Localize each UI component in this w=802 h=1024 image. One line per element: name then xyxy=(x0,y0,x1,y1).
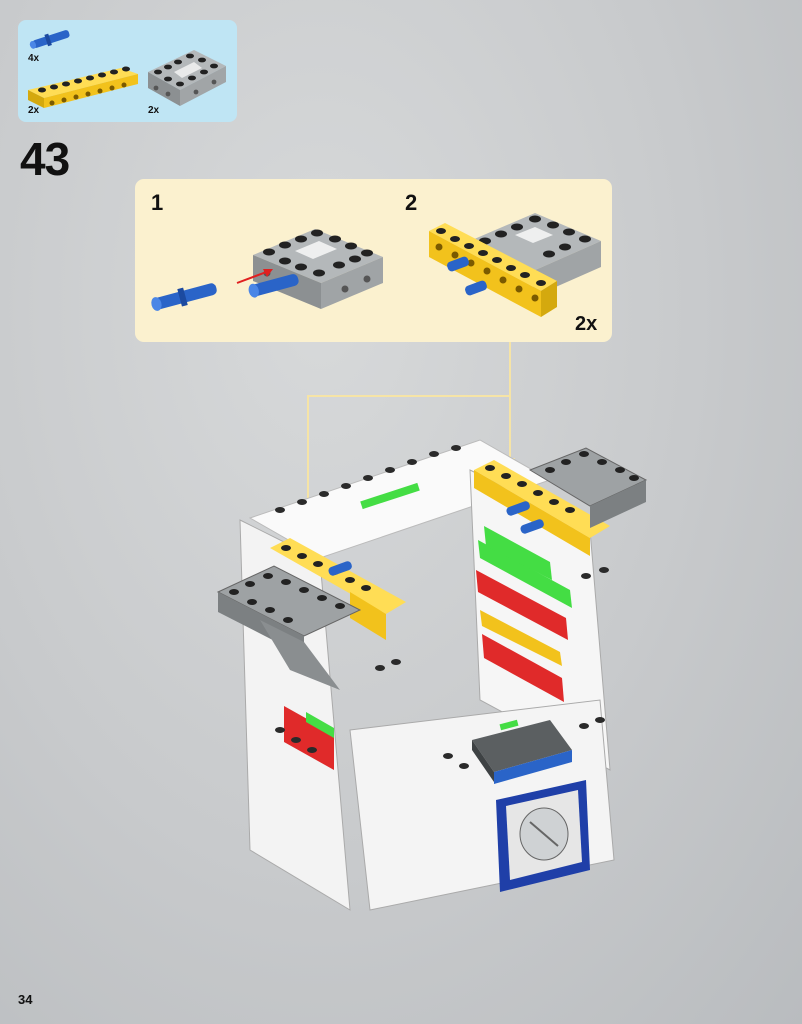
blue-axle-pin-icon xyxy=(447,256,487,296)
substep-1-illustration xyxy=(151,229,383,311)
parts-list-callout: 4x 2x 2x xyxy=(18,20,237,122)
yellow-technic-beam-icon xyxy=(429,223,557,317)
blue-axle-pin-icon xyxy=(29,30,70,49)
model-illustration xyxy=(216,439,648,911)
step-number: 43 xyxy=(20,133,70,185)
substep-2-illustration xyxy=(429,213,601,317)
substep-panel: 1 2 2x xyxy=(135,179,612,342)
part-quantity: 2x xyxy=(28,105,40,116)
gray-technic-frame-icon xyxy=(148,50,226,106)
page-number: 34 xyxy=(18,992,33,1007)
yellow-technic-beam-icon xyxy=(28,66,138,108)
blue-axle-pin-icon xyxy=(151,283,217,311)
blue-axle-pin-icon xyxy=(248,274,299,298)
substep-2-label: 2 xyxy=(405,190,418,215)
part-quantity: 2x xyxy=(148,105,160,116)
substep-multiplier: 2x xyxy=(575,313,598,335)
substep-1-label: 1 xyxy=(151,190,164,215)
insertion-arrow-icon xyxy=(236,269,273,284)
part-quantity: 4x xyxy=(28,53,40,64)
